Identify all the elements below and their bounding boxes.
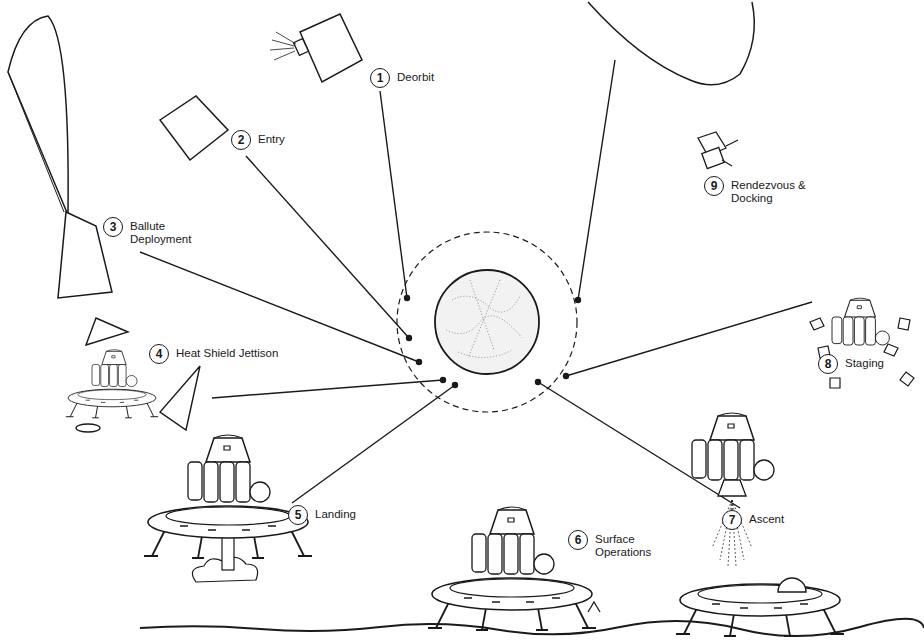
callout-number: 9 xyxy=(704,176,724,196)
step-callout: 5 Landing xyxy=(288,505,358,525)
leader-lines xyxy=(140,60,812,508)
ballute xyxy=(8,16,112,298)
callout-number: 4 xyxy=(149,344,169,364)
step-callout: 2 Entry xyxy=(231,130,287,150)
step-name: Staging xyxy=(843,354,886,371)
callout-number: 7 xyxy=(722,510,742,530)
rendezvous-spacecraft xyxy=(588,2,754,169)
deorbit-capsule xyxy=(270,14,362,82)
surface-vehicle xyxy=(428,507,600,630)
orbit-path xyxy=(397,232,577,412)
ground-line xyxy=(140,619,924,636)
planet-surface xyxy=(446,280,522,358)
step-name: Ascent xyxy=(747,510,786,527)
entry-capsule xyxy=(160,96,228,160)
heat-shield-jettison xyxy=(66,318,200,432)
step-callout: 8 Staging xyxy=(818,354,886,374)
callout-number: 5 xyxy=(288,505,308,525)
callout-number: 3 xyxy=(103,217,123,237)
step-callout: 6Surface Operations xyxy=(568,530,669,560)
step-name: Landing xyxy=(313,505,358,522)
staging-vehicle xyxy=(810,298,914,388)
step-callout: 7 Ascent xyxy=(722,510,786,530)
step-callout: 1 Deorbit xyxy=(370,68,436,88)
step-name: Heat Shield Jettison xyxy=(174,344,280,361)
step-name: Ballute Deployment xyxy=(128,217,206,247)
callout-number: 6 xyxy=(568,530,588,550)
callout-number: 8 xyxy=(818,354,838,374)
callout-number: 2 xyxy=(231,130,251,150)
step-callout: 9Rendezvous & Docking xyxy=(704,176,815,206)
step-callout: 4 Heat Shield Jettison xyxy=(149,344,280,364)
step-name: Surface Operations xyxy=(593,530,669,560)
step-name: Deorbit xyxy=(395,68,436,85)
step-name: Rendezvous & Docking xyxy=(729,176,815,206)
ascent-vehicle xyxy=(676,413,844,636)
landing-vehicle xyxy=(144,435,312,582)
callout-number: 1 xyxy=(370,68,390,88)
step-callout: 3Ballute Deployment xyxy=(103,217,206,247)
planet xyxy=(435,270,539,374)
step-name: Entry xyxy=(256,130,287,147)
